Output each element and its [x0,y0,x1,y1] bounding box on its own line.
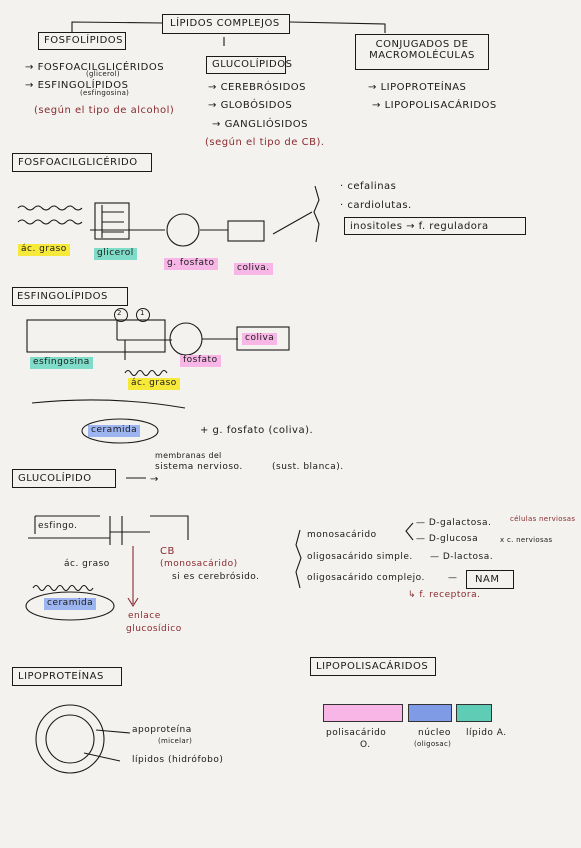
gluco-receptor-note: ↳ f. receptora. [408,590,481,600]
conjugados-item-1: → LIPOPROTEÍNAS [368,82,467,93]
gluco-arrow: → [150,474,159,485]
glucolipidos-item-2: → GLOBÓSIDOS [208,100,293,111]
lps-label-nucleo: núcleo [418,728,451,738]
esfingo-formula: + g. fosfato (coliva). [200,425,314,436]
lps-label-lipido-a: lípido A. [466,728,507,738]
lipoproteinas-outer-sub: (micelar) [158,737,193,745]
fosfolipidos-note: (según el tipo de alcohol) [34,105,175,116]
lipoproteinas-inner: lípidos (hidrófobo) [132,755,224,765]
esfingo-carbon-1-circle [136,308,150,322]
gluco-acido-label: ác. graso [64,559,110,569]
gluco-list-3-left: oligosacárido complejo. [307,573,425,583]
inositoles-box [344,217,526,235]
gluco-note-1: membranas del [155,451,222,460]
fosfoacil-option-3: inositoles → f. reguladora [350,221,489,232]
gluco-enlace-2: glucosídico [126,624,182,634]
gluco-list-3-dash: — [448,573,458,583]
conjugados-box [355,34,489,70]
gluco-note-3: (sust. blanca). [272,462,344,472]
fosfoacil-heading: FOSFOACILGLICÉRIDO [18,157,138,168]
glucolipidos-heading: GLUCOLÍPIDOS [212,59,293,70]
gluco-list-2-left: oligosacárido simple. [307,552,413,562]
lps-label-nucleo-2: (oligosac) [414,740,452,748]
lipoproteinas-box [12,667,122,686]
gluco-ceramida-label: ceramida [44,598,97,610]
lipoproteinas-outer: apoproteína [132,725,192,735]
title-box [162,14,290,34]
lipopolisacaridos-heading: LIPOPOLISACÁRIDOS [316,661,429,672]
gluco-cells-note: células nerviosas [510,515,576,523]
lipopolisacaridos-box [310,657,436,676]
esfingo-coliva-label: coliva [242,333,278,345]
fosfoacil-coliva-label: coliva. [234,263,273,275]
fosfolipidos-item-1: → FOSFOACILGLICÉRIDOS [25,62,165,73]
gluco-other-note: x c. nerviosas [500,536,553,544]
fosfolipidos-item-2-note: (esfingosina) [80,89,130,97]
lps-segment-nucleo [408,704,452,722]
esfingo-ceramida-label: ceramida [88,425,141,437]
fosfolipidos-box [38,32,126,50]
gluco-heading: GLUCOLÍPIDO [18,473,92,484]
fosfoacil-option-2: · cardiolutas. [340,200,412,211]
fosfolipidos-heading: FOSFOLÍPIDOS [44,35,124,46]
glucolipidos-box [206,56,286,74]
page-title: LÍPIDOS COMPLEJOS [170,18,280,29]
fosfoacil-option-1: · cefalinas [340,181,397,192]
gluco-list-3-right: NAM [475,574,500,585]
gluco-note-2: sistema nervioso. [155,462,243,472]
fosfoacil-box [12,153,152,172]
glucolipidos-item-3: → GANGLIÓSIDOS [212,119,308,130]
gluco-list-1-right-2: — D-glucosa [416,534,479,544]
glucolipidos-note: (según el tipo de CB). [205,137,325,148]
lps-label-polisacarido: polisacárido [326,728,387,738]
gluco-list-1-right-1: — D-galactosa. [416,518,492,528]
lps-segment-lipido-a [456,704,492,722]
fosfolipidos-item-2: → ESFINGOLÍPIDOS [25,80,129,91]
esfingo-carbon-2: 2 [117,309,122,317]
fosfolipidos-item-1-note: (glicerol) [86,70,120,78]
fosfoacil-acido-label: ác. graso [18,244,70,256]
gluco-cb-note: (monosacárido) [160,559,238,569]
gluco-esfingo-label: esfingo. [38,521,78,531]
fosfoacil-glicerol-label: glicerol [94,248,137,260]
lps-segment-polisacarido [323,704,403,722]
esfingo-carbon-2-circle [114,308,128,322]
fosfoacil-fosfato-label: g. fosfato [164,258,218,270]
conjugados-item-2: → LIPOPOLISACÁRIDOS [372,100,497,111]
gluco-cb-note-2: si es cerebrósido. [172,572,260,582]
glucolipidos-item-1: → CEREBRÓSIDOS [208,82,307,93]
gluco-box [12,469,116,488]
esfingo-acido-label: ác. graso [128,378,180,390]
esfingo-heading: ESFINGOLÍPIDOS [17,291,108,302]
gluco-list-2-right: — D-lactosa. [430,552,494,562]
gluco-cb-label: CB [160,546,175,557]
lps-label-polisacarido-2: O. [360,740,371,750]
gluco-list-1-left: monosacárido [307,530,377,540]
nam-box [466,570,514,589]
esfingo-fosfato-label: fosfato [180,355,221,367]
gluco-enlace-1: enlace [128,611,161,621]
conjugados-heading: CONJUGADOS DE MACROMOLÉCULAS [369,39,475,61]
lipoproteinas-heading: LIPOPROTEÍNAS [18,671,104,682]
esfingo-esfingosina-label: esfingosina [30,357,93,369]
esfingo-box [12,287,128,306]
esfingo-carbon-1: 1 [140,309,145,317]
